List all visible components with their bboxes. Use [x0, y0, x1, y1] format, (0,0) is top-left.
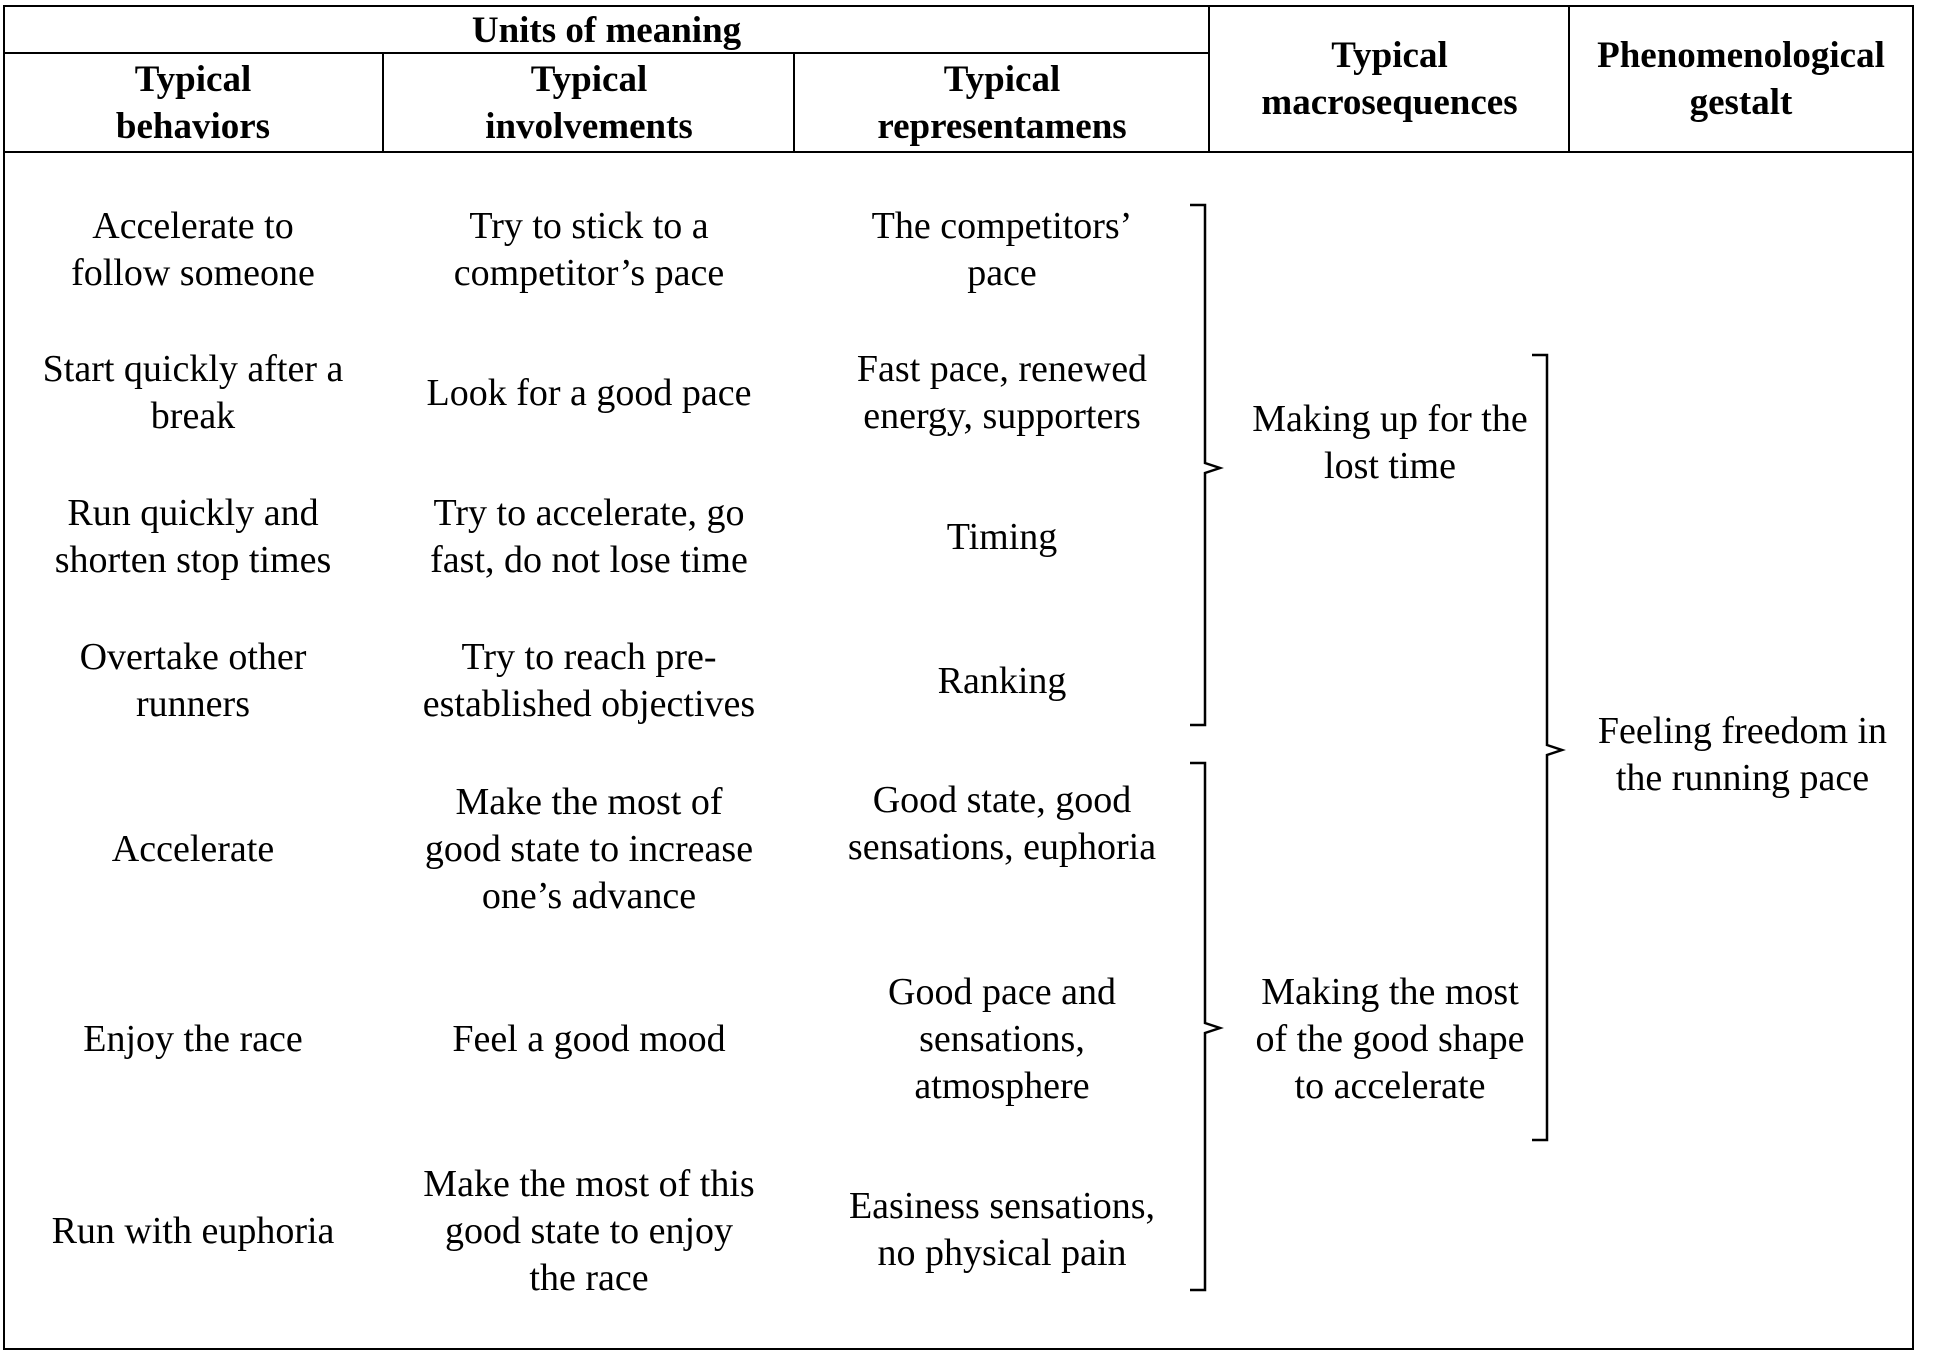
header-units-of-meaning: Units of meaning — [471, 9, 742, 51]
header-typical-representamens: Typical representamens — [877, 58, 1127, 147]
header-typical-involvements: Typical involvements — [485, 58, 693, 147]
group-header-rule — [3, 52, 1210, 54]
representamen-cell: Good pace and sensations, atmosphere — [888, 970, 1116, 1107]
col-divider-representamens — [1208, 5, 1210, 152]
representamen-cell: Timing — [946, 515, 1058, 558]
header-phenomenological-gestalt: Phenomenological gestalt — [1597, 35, 1885, 123]
representamen-cell: Easiness sensations, no physical pain — [848, 1185, 1156, 1274]
gestalt-feeling-freedom: Feeling freedom in the running pace — [1597, 710, 1888, 799]
behavior-cell: Run with euphoria — [51, 1209, 335, 1252]
header-typical-behaviors: Typical behaviors — [115, 58, 271, 147]
representamen-cell: Fast pace, renewed energy, supporters — [856, 348, 1148, 437]
involvement-cell: Try to reach pre- established objectives — [422, 636, 756, 725]
behavior-cell: Accelerate to follow someone — [71, 205, 315, 294]
involvement-cell: Feel a good mood — [452, 1017, 726, 1060]
behavior-cell: Accelerate — [111, 827, 275, 870]
header-bottom-rule — [3, 151, 1914, 153]
involvement-cell: Try to accelerate, go fast, do not lose … — [430, 492, 748, 581]
involvement-cell: Make the most of this good state to enjo… — [423, 1162, 755, 1299]
table-frame — [3, 5, 1914, 1350]
behavior-cell: Start quickly after a break — [42, 348, 344, 437]
col-divider-behaviors — [382, 53, 384, 152]
representamen-cell: Ranking — [937, 659, 1067, 702]
behavior-cell: Run quickly and shorten stop times — [54, 492, 332, 581]
involvement-cell: Make the most of good state to increase … — [424, 780, 754, 917]
representamen-cell: Good state, good sensations, euphoria — [847, 779, 1157, 868]
involvement-cell: Try to stick to a competitor’s pace — [453, 205, 725, 294]
header-typical-macrosequences: Typical macrosequences — [1261, 35, 1518, 123]
behavior-cell: Overtake other runners — [79, 636, 307, 725]
representamen-cell: The competitors’ pace — [871, 205, 1133, 294]
involvement-cell: Look for a good pace — [426, 371, 752, 414]
macrosequence-making-up-lost-time: Making up for the lost time — [1252, 398, 1528, 487]
col-divider-macrosequences — [1568, 5, 1570, 152]
col-divider-involvements — [793, 53, 795, 152]
behavior-cell: Enjoy the race — [83, 1017, 303, 1060]
macrosequence-making-most-good-shape: Making the most of the good shape to acc… — [1255, 970, 1525, 1107]
